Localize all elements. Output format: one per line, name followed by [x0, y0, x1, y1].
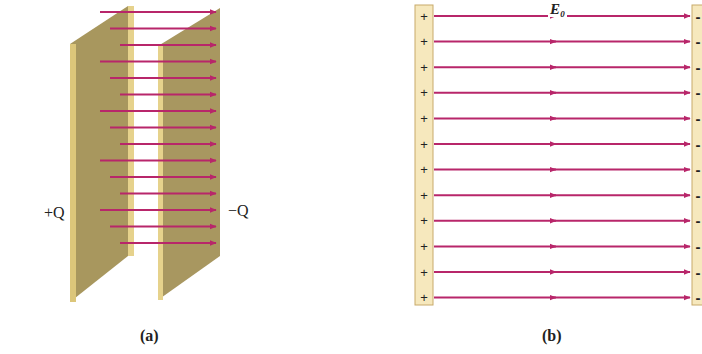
field-line — [100, 209, 216, 211]
field-line — [550, 66, 690, 68]
field-line — [110, 127, 216, 129]
field-line — [434, 194, 556, 196]
minus-sign: - — [696, 111, 701, 126]
field-line — [550, 41, 690, 43]
field-line — [550, 245, 690, 247]
minus-sign: - — [696, 239, 701, 254]
field-line — [100, 110, 216, 112]
panel-label: (a) — [140, 328, 159, 344]
field-line — [100, 61, 216, 63]
minus-sign: - — [696, 188, 701, 203]
field-line — [434, 143, 556, 145]
plus-sign: + — [420, 112, 428, 125]
panel-label: (b) — [542, 328, 562, 344]
field-line — [550, 117, 690, 119]
field-line — [550, 15, 690, 17]
field-line — [550, 220, 690, 222]
field-line — [434, 220, 556, 222]
field-line — [100, 160, 216, 162]
charge-label: −Q — [228, 203, 249, 219]
plus-sign: + — [420, 163, 428, 176]
negative-plate — [692, 5, 702, 305]
minus-sign: - — [696, 265, 701, 280]
field-line — [434, 117, 556, 119]
field-line — [434, 297, 556, 299]
field-line — [110, 77, 216, 79]
field-line — [434, 271, 556, 273]
field-line — [110, 226, 216, 228]
field-line — [550, 194, 690, 196]
minus-sign: - — [696, 137, 701, 152]
field-line — [434, 66, 556, 68]
field-line — [434, 169, 556, 171]
field-lines-b — [434, 16, 690, 298]
field-lines-a — [100, 12, 216, 243]
plus-sign: + — [420, 138, 428, 151]
field-line — [120, 94, 216, 96]
plus-sign: + — [420, 35, 428, 48]
minus-sign: - — [696, 85, 701, 100]
minus-sign: - — [696, 34, 701, 49]
minus-sign: - — [696, 60, 701, 75]
minus-sign: - — [696, 9, 701, 24]
field-line — [120, 44, 216, 46]
positive-plate — [415, 5, 433, 305]
charge-label: +Q — [44, 205, 65, 221]
field-label: E₀ — [548, 2, 567, 17]
field-line — [550, 92, 690, 94]
field-line — [434, 92, 556, 94]
field-line — [110, 28, 216, 30]
field-line — [434, 41, 556, 43]
minus-sign: - — [696, 290, 701, 305]
plus-sign: + — [420, 291, 428, 304]
field-line — [110, 176, 216, 178]
minus-sign: - — [696, 213, 701, 228]
field-line — [100, 11, 216, 13]
field-line — [120, 193, 216, 195]
field-line — [120, 143, 216, 145]
plus-sign: + — [420, 240, 428, 253]
field-line — [550, 169, 690, 171]
field-line — [550, 271, 690, 273]
field-line — [120, 242, 216, 244]
right-plate — [158, 8, 220, 300]
field-line — [434, 15, 556, 17]
plus-sign: + — [420, 189, 428, 202]
plus-sign: + — [420, 86, 428, 99]
field-line — [434, 245, 556, 247]
field-line — [550, 143, 690, 145]
plus-sign: + — [420, 266, 428, 279]
plus-sign: + — [420, 214, 428, 227]
plus-sign: + — [420, 61, 428, 74]
minus-sign: - — [696, 162, 701, 177]
plus-sign: + — [420, 10, 428, 23]
left-plate — [70, 6, 134, 302]
field-line — [550, 297, 690, 299]
